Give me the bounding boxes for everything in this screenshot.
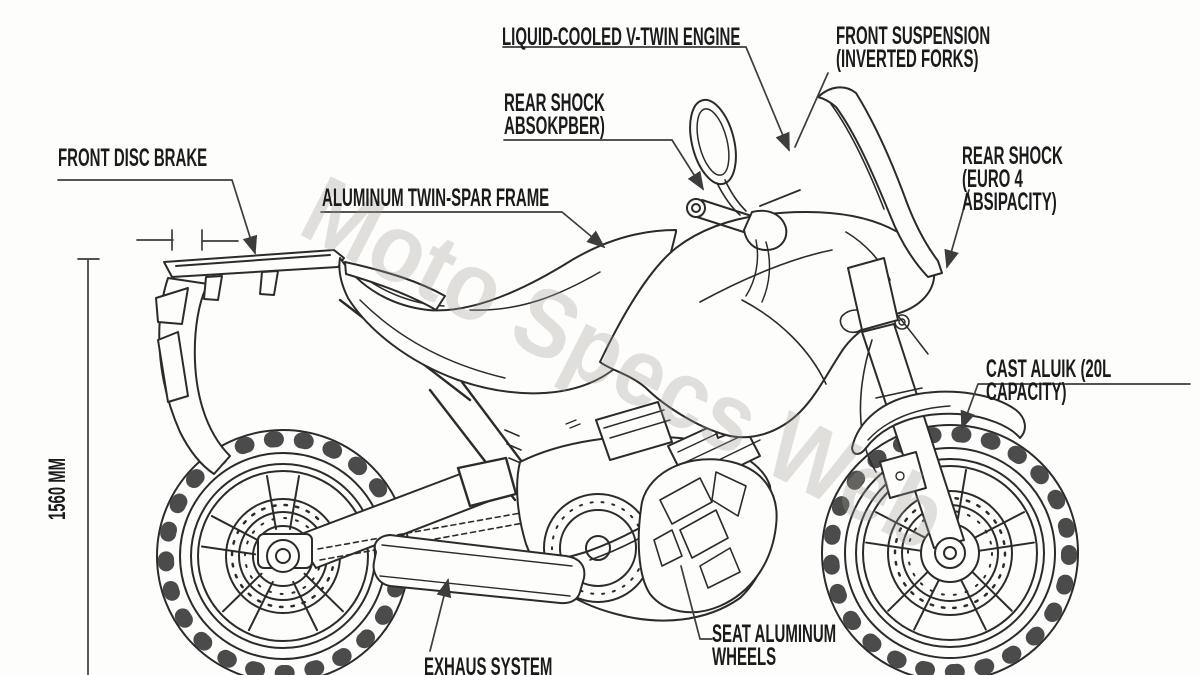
leader-rear-shock-euro — [944, 189, 970, 269]
callout-cast-wheels-label: CAST ALUIK (20L CAPACITY) — [986, 355, 1112, 406]
leader-seat-wheels — [680, 565, 713, 640]
dimension-lines — [77, 229, 239, 675]
callout-frame-label: ALUMINUM TWIN-SPAR FRAME — [322, 184, 550, 212]
leader-rear-shock-absorber — [503, 139, 704, 191]
callout-exhaust-label: EXHAUS SYSTEM — [424, 653, 553, 675]
callout-rear-shock-absorber-label: REAR SHOCK ABSOKPBER) — [504, 89, 605, 140]
leader-front-disc-brake — [57, 179, 258, 255]
leader-front-suspension — [794, 72, 829, 148]
leader-exhaust — [429, 578, 452, 652]
callout-engine-label: LIQUID-COOLED V-TWIN ENGINE — [502, 23, 741, 51]
callout-leader-lines — [57, 46, 1191, 675]
handlebar — [686, 189, 801, 303]
front-fender — [851, 390, 1026, 455]
windscreen — [817, 86, 943, 278]
callout-rear-shock-euro-label: REAR SHOCK (EURO 4 ABSIPACITY) — [962, 142, 1063, 216]
callout-seat-wheels-label: SEAT ALUMINUM WHEELS — [712, 620, 837, 671]
callout-front-disc-brake-label: FRONT DISC BRAKE — [58, 144, 208, 172]
leader-engine — [502, 46, 790, 152]
leader-frame — [320, 211, 606, 249]
mirror — [689, 98, 747, 216]
engine-guard — [637, 458, 778, 614]
callout-front-suspension-label: FRONT SUSPENSION (INVERTED FORKS) — [836, 22, 991, 73]
front-wheel — [821, 424, 1079, 675]
dimension-label: 1560 MM — [44, 457, 71, 520]
leader-cast-wheels — [960, 383, 1191, 430]
rear-fender — [157, 277, 231, 475]
front-fork — [847, 257, 966, 569]
